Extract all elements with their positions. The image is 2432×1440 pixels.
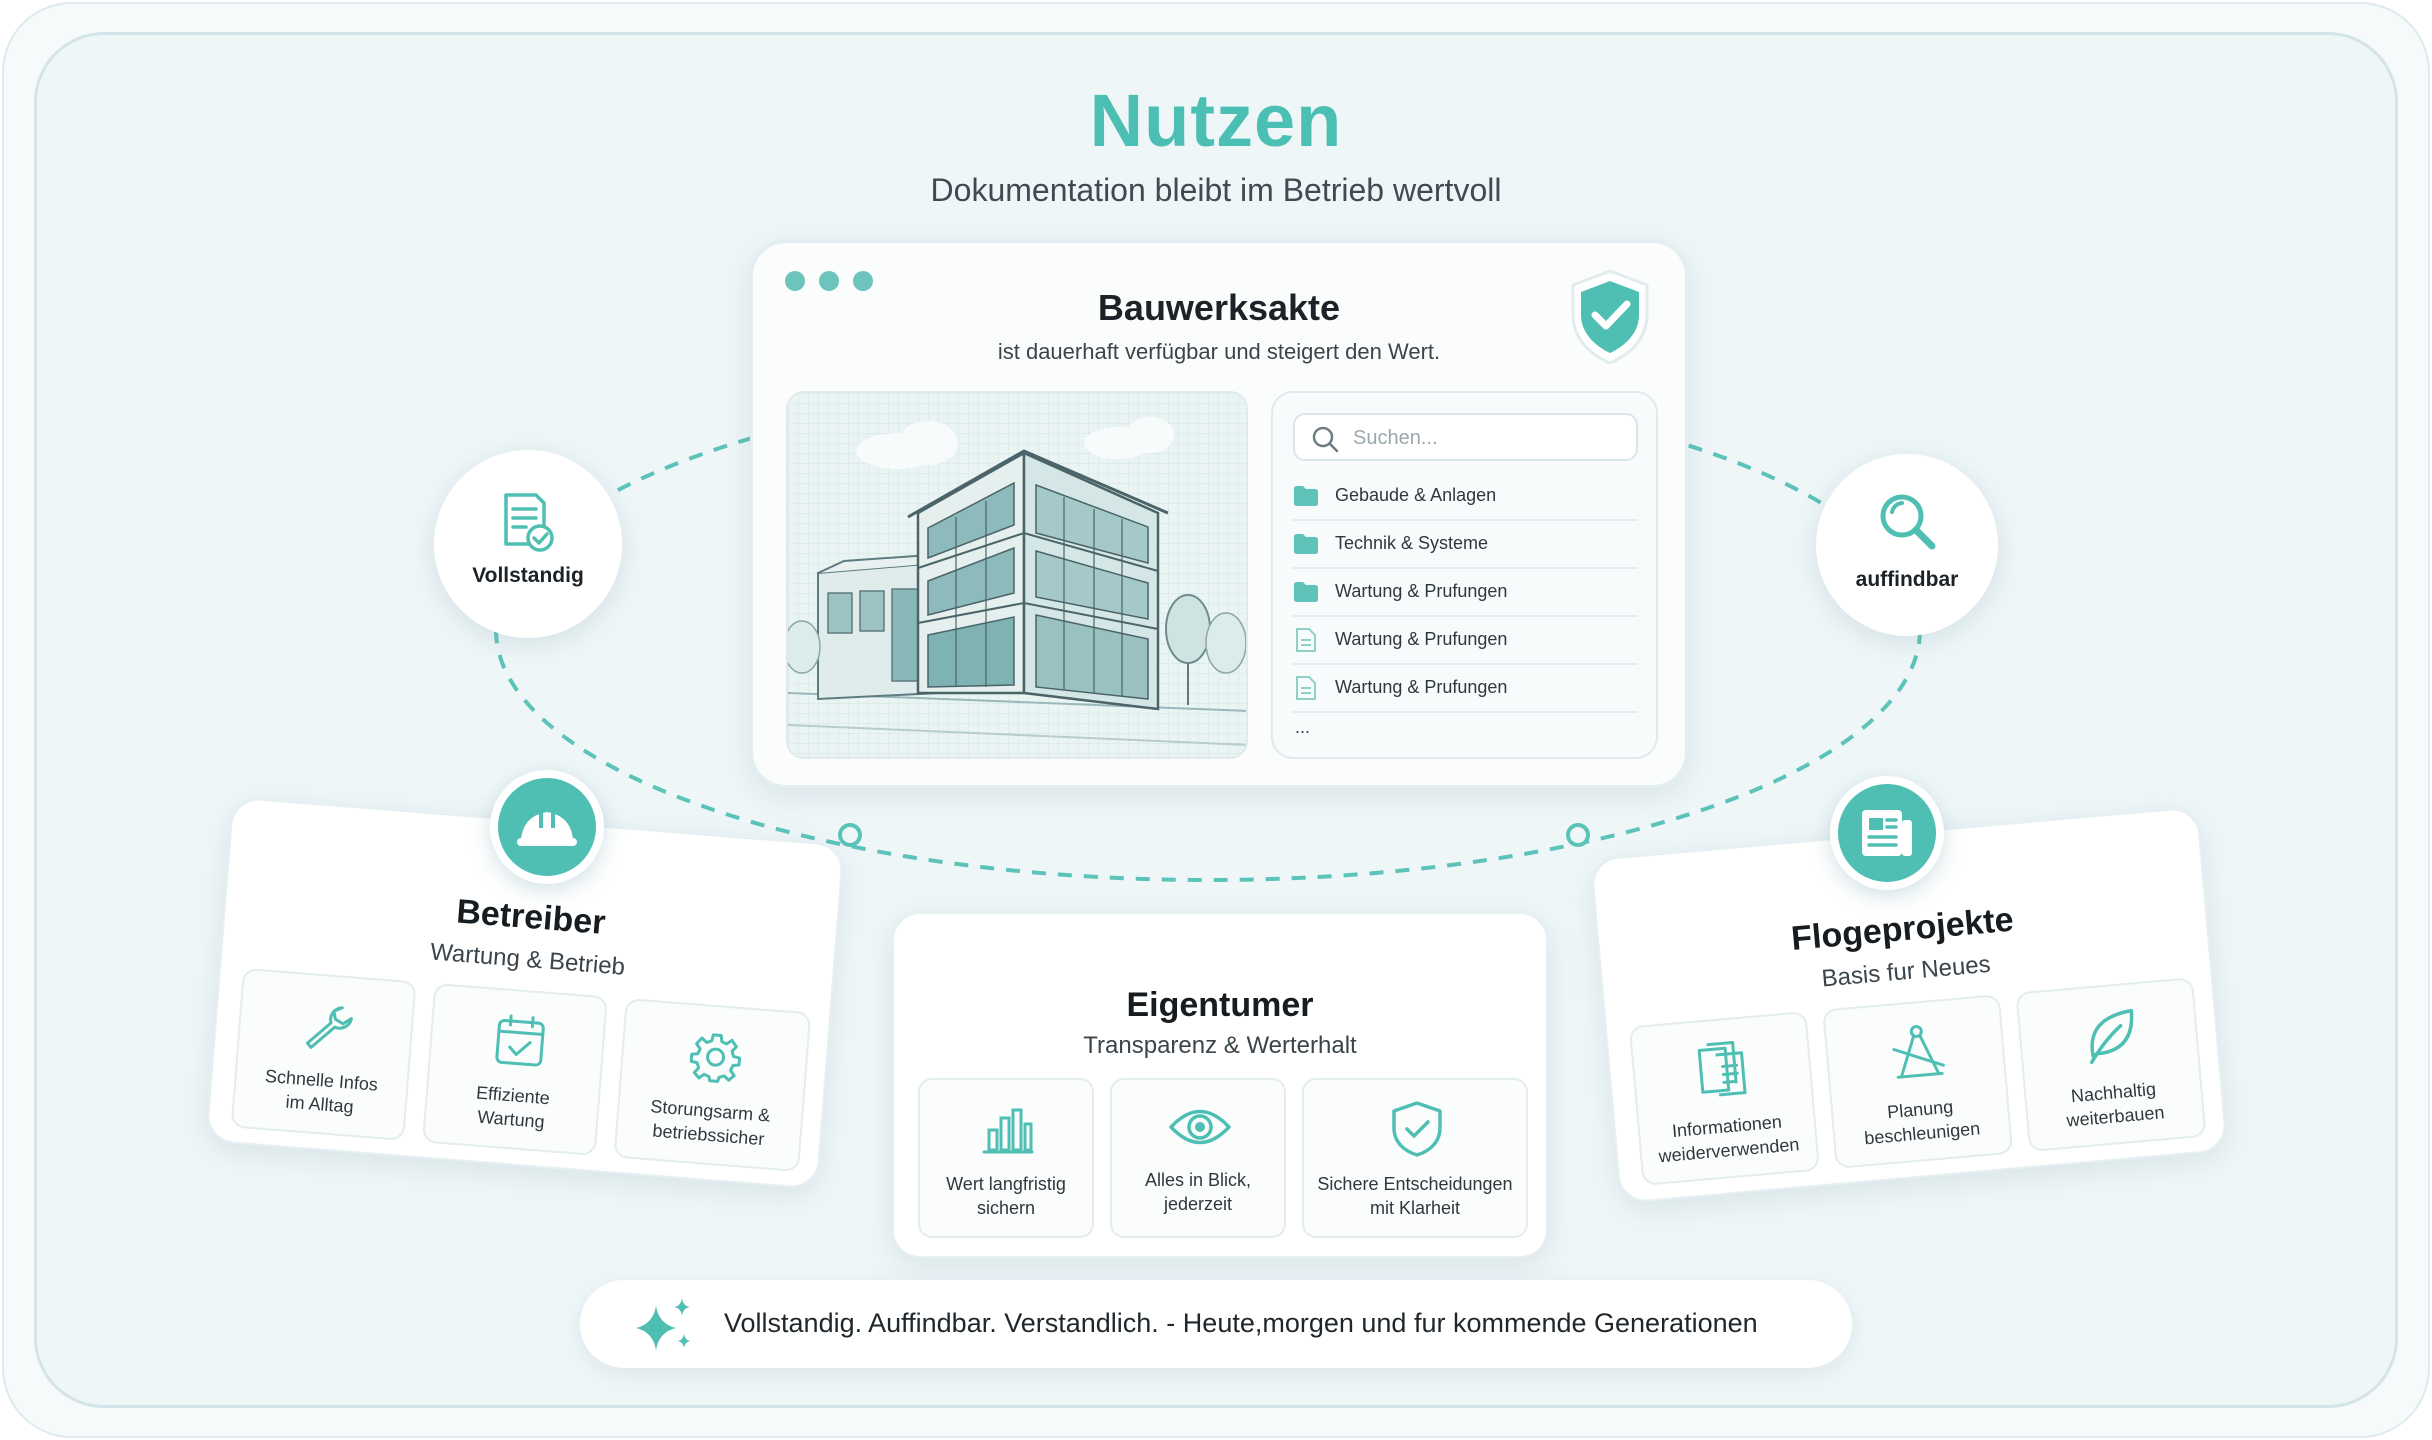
auffindbar-label: auffindbar <box>1855 568 1959 591</box>
search-input[interactable]: Suchen... <box>1293 413 1638 461</box>
page-subtitle: Dokumentation bleibt im Betrieb wertvoll <box>930 172 1502 208</box>
documents-icon <box>1697 1041 1747 1097</box>
checked-document-icon <box>504 493 554 552</box>
wrench-icon <box>305 1006 353 1049</box>
document-browser: Suchen... Gebaude & Anlagen Technik & Sy… <box>1271 391 1658 759</box>
calendar-check-icon <box>495 1014 545 1067</box>
bauwerksakte-subtitle: ist dauerhaft verfügbar und steigert den… <box>997 339 1441 364</box>
slogan-banner: Vollstandig. Auffindbar. Verstandlich. -… <box>580 1280 1852 1368</box>
betreiber-card: Betreiber Wartung & Betrieb Schnelle Inf… <box>205 796 845 1190</box>
newspaper-icon <box>1862 810 1912 856</box>
folder-icon <box>1294 534 1318 554</box>
document-icon <box>1296 628 1316 652</box>
shield-check-icon <box>1571 269 1649 365</box>
tile-storungsarm: Storungsarm & betriebssicher <box>613 997 812 1173</box>
hard-hat-icon <box>517 812 577 846</box>
newspaper-badge <box>1830 776 1944 890</box>
search-placeholder: Suchen... <box>1353 427 1438 449</box>
tile-schnelle-infos: Schnelle Infos im Alltag <box>230 967 417 1141</box>
building-illustration <box>786 391 1248 759</box>
window-dot-2 <box>819 271 839 291</box>
tile-alles-in-blick: Alles in Blick, jederzeit <box>1110 1078 1286 1238</box>
tile-effiziente-wartung: Effiziente Wartung <box>421 982 608 1157</box>
search-icon <box>1312 426 1339 453</box>
bauwerksakte-card: Bauwerksakte ist dauerhaft verfügbar und… <box>750 240 1688 788</box>
list-item[interactable]: Wartung & Prufungen <box>1293 665 1638 713</box>
flogeprojekte-card: Flogeprojekte Basis fur Neues Informatio… <box>1590 806 2228 1204</box>
vollstandig-circle: Vollstandig <box>434 450 622 638</box>
bar-chart-icon <box>982 1108 1034 1154</box>
list-item[interactable]: Technik & Systeme <box>1293 521 1638 569</box>
hard-hat-badge <box>490 770 604 884</box>
drafting-icon <box>1892 1024 1945 1079</box>
window-dot-3 <box>853 271 873 291</box>
eigentumer-card: Eigentumer Transparenz & Werterhalt Wert… <box>892 912 1548 1258</box>
tile-nachhaltig: Nachhaltig weiterbauen <box>2015 977 2207 1153</box>
more-items: ... <box>1295 717 1311 737</box>
vollstandig-label: Vollstandig <box>472 564 584 587</box>
leaf-icon <box>2089 1008 2134 1065</box>
page-title: Nutzen <box>1089 79 1343 162</box>
eigentumer-title: Eigentumer <box>1126 986 1314 1024</box>
tile-sichere-entscheidungen: Sichere Entscheidungen mit Klarheit <box>1302 1078 1528 1238</box>
eigentumer-subtitle: Transparenz & Werterhalt <box>1083 1032 1357 1059</box>
magnifier-icon <box>1880 494 1936 550</box>
list-item[interactable]: Wartung & Prufungen <box>1293 569 1638 617</box>
sparkle-icon <box>636 1298 690 1350</box>
tile-planung: Planung beschleunigen <box>1822 994 2014 1169</box>
document-icon <box>1296 676 1316 700</box>
tile-informationen: Informationen weiderverwenden <box>1628 1010 1821 1186</box>
list-item[interactable]: Wartung & Prufungen <box>1293 617 1638 665</box>
bauwerksakte-title: Bauwerksakte <box>1097 287 1341 328</box>
tile-wert-sichern: Wert langfristig sichern <box>918 1078 1094 1238</box>
list-item[interactable]: Gebaude & Anlagen <box>1293 473 1638 521</box>
gear-icon <box>689 1033 742 1083</box>
shield-check-icon <box>1392 1101 1442 1157</box>
folder-icon <box>1294 582 1318 602</box>
window-dot-1 <box>785 271 805 291</box>
folder-icon <box>1294 486 1318 506</box>
auffindbar-circle: auffindbar <box>1816 454 1998 636</box>
eye-icon <box>1169 1109 1231 1145</box>
slogan-text: Vollstandig. Auffindbar. Verstandlich. -… <box>724 1308 1758 1338</box>
